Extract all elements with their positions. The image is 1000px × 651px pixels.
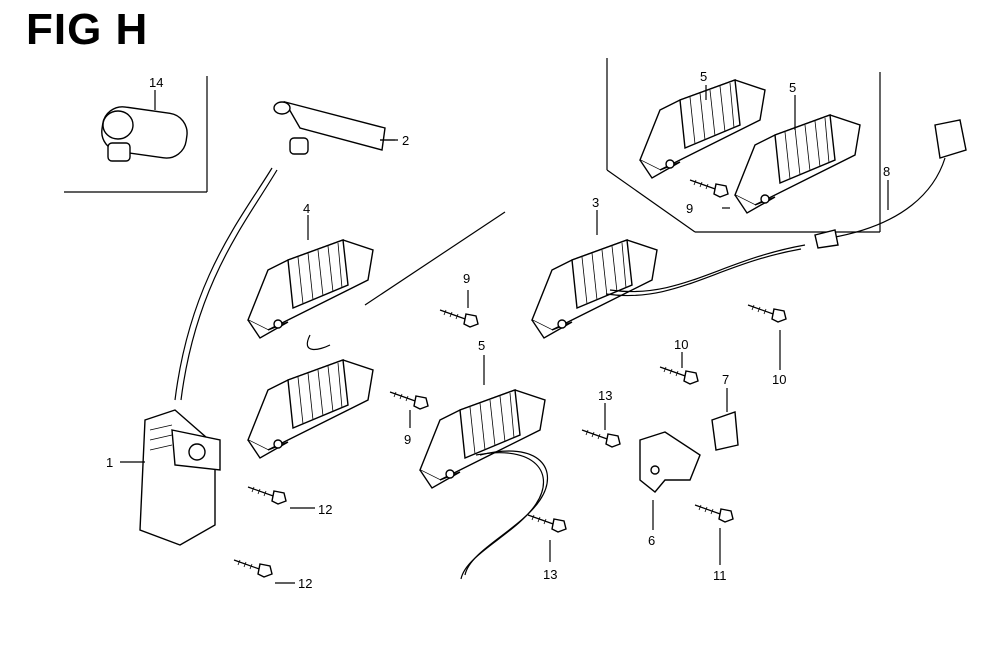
- callout-2: 2: [402, 133, 409, 148]
- bolt-10-left: [659, 366, 699, 385]
- part-3-coil: [531, 239, 658, 339]
- bolt-9-left: [389, 391, 429, 410]
- figure-title: FIG H: [26, 5, 149, 54]
- callout-9-center: 9: [463, 271, 470, 286]
- bolt-10-right: [747, 304, 787, 323]
- callout-13-lower: 13: [543, 567, 557, 582]
- part-7-clip: [711, 411, 739, 451]
- upper-right-box: [606, 58, 881, 233]
- callout-7: 7: [722, 372, 729, 387]
- callout-12-lower: 12: [298, 576, 312, 591]
- callout-12-upper: 12: [318, 502, 332, 517]
- part-1-ignition-coil: [139, 409, 221, 546]
- bolt-13-lower: [527, 514, 567, 533]
- bolt-12-lower: [233, 559, 273, 578]
- callout-10-right: 10: [772, 372, 786, 387]
- part-5-coil-center: [419, 389, 546, 489]
- callout-9-upper: 9: [686, 201, 693, 216]
- callout-5-upper-left: 5: [700, 69, 707, 84]
- callout-9-left: 9: [404, 432, 411, 447]
- callout-11: 11: [713, 568, 727, 583]
- part-4-coil: [247, 239, 374, 339]
- callout-13-upper: 13: [598, 388, 612, 403]
- callout-1: 1: [106, 455, 113, 470]
- part-14-box: [64, 76, 208, 193]
- callout-10-left: 10: [674, 337, 688, 352]
- callout-5-center: 5: [478, 338, 485, 353]
- bolt-9-center: [439, 309, 479, 328]
- callout-4: 4: [303, 201, 310, 216]
- part-2-plug-cap: [273, 100, 395, 155]
- callout-6: 6: [648, 533, 655, 548]
- part-5-coil-upper-left: [639, 79, 766, 179]
- bolt-11: [694, 504, 734, 523]
- callout-3: 3: [592, 195, 599, 210]
- callout-8: 8: [883, 164, 890, 179]
- part-6-bracket: [639, 431, 701, 493]
- bolt-9-upper: [689, 179, 729, 198]
- part-coil-lower: [247, 359, 374, 459]
- callout-14: 14: [149, 75, 163, 90]
- callout-5-upper-right: 5: [789, 80, 796, 95]
- part-8-lead: [814, 119, 967, 249]
- bolt-12-upper: [247, 486, 287, 505]
- part-5-coil-upper-right: [734, 114, 861, 214]
- bolt-13-upper: [581, 429, 621, 448]
